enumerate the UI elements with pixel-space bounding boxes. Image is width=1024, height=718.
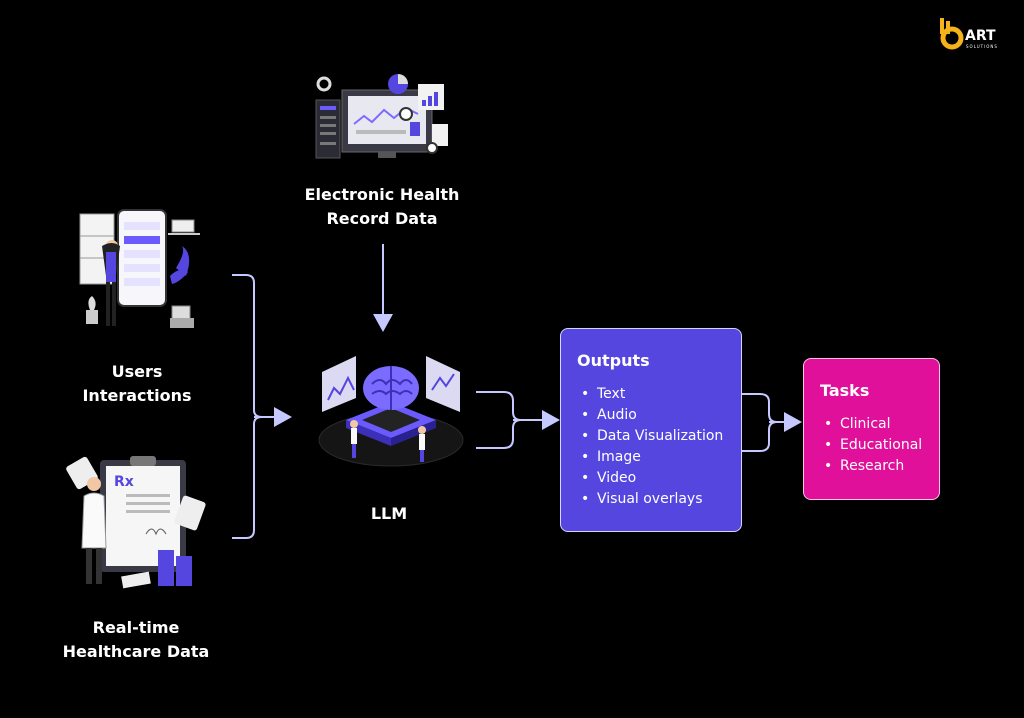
- outputs-box: Outputs Text Audio Data Visualization Im…: [560, 328, 742, 532]
- brand-logo: ART SOLUTIONS: [938, 16, 1008, 50]
- ehr-label-line2: Record Data: [326, 209, 438, 228]
- list-item: Video: [577, 468, 725, 489]
- tasks-list: Clinical Educational Research: [820, 414, 923, 477]
- list-item: Clinical: [820, 414, 923, 435]
- brand-logo-text: ART: [965, 28, 996, 44]
- outputs-list: Text Audio Data Visualization Image Vide…: [577, 384, 725, 510]
- list-item: Audio: [577, 405, 725, 426]
- inputs-bracket: [232, 274, 263, 539]
- users-label-line1: Users: [111, 362, 163, 381]
- outputs-title: Outputs: [577, 351, 650, 370]
- llm-label: LLM: [370, 504, 408, 523]
- list-item: Data Visualization: [577, 426, 725, 447]
- brand-logo-subtext: SOLUTIONS: [966, 44, 998, 49]
- realtime-label: Real-time Healthcare Data: [56, 616, 216, 664]
- list-item: Image: [577, 447, 725, 468]
- ehr-label: Electronic Health Record Data: [292, 183, 472, 231]
- ehr-dashboard-illustration: [315, 74, 448, 159]
- list-item: Text: [577, 384, 725, 405]
- list-item: Visual overlays: [577, 489, 725, 510]
- tasks-title: Tasks: [820, 381, 870, 400]
- realtime-label-line2: Healthcare Data: [62, 642, 210, 661]
- list-item: Educational: [820, 435, 923, 456]
- realtime-label-line1: Real-time: [92, 618, 180, 637]
- users-interaction-illustration: [79, 209, 200, 328]
- ehr-label-line1: Electronic Health: [304, 185, 460, 204]
- users-label-line2: Interactions: [82, 386, 192, 405]
- brand-mark-icon: [940, 18, 964, 50]
- llm-brain-chip-illustration: [318, 356, 464, 467]
- svg-text:Rx: Rx: [114, 474, 134, 490]
- list-item: Research: [820, 456, 923, 477]
- users-label: Users Interactions: [62, 360, 212, 408]
- tasks-box: Tasks Clinical Educational Research: [803, 358, 940, 500]
- prescription-illustration: Rx: [66, 456, 206, 589]
